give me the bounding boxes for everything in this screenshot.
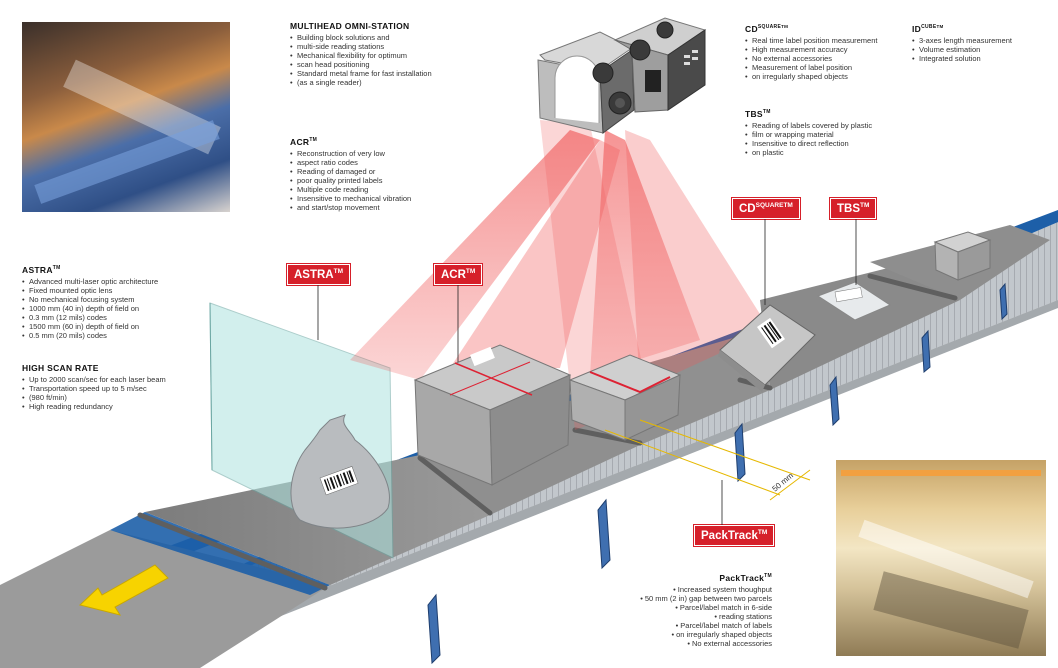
warehouse-conveyor-photo xyxy=(836,460,1046,656)
feature-item: 50 mm (2 in) gap between two parcels xyxy=(640,594,772,603)
tag-tbs-tm: TM xyxy=(860,202,870,209)
bag-parcel xyxy=(290,414,390,529)
feature-acr-tm: TM xyxy=(309,137,318,143)
feature-item: Real time label position measurement xyxy=(745,36,877,45)
feature-item: on irregularly shaped objects xyxy=(745,72,877,81)
feature-item: High reading redundancy xyxy=(22,402,166,411)
feature-item: Multiple code reading xyxy=(290,185,411,194)
laser-beams xyxy=(350,120,770,430)
feature-item: scan head positioning xyxy=(290,60,432,69)
feature-cdsquare-title: CD xyxy=(745,23,758,34)
tag-astra: ASTRATM xyxy=(287,264,351,285)
tag-cdsquare-label: CD xyxy=(739,202,756,215)
feature-tbs-tm: TM xyxy=(762,109,771,115)
feature-astra-title: ASTRA xyxy=(22,264,53,275)
feature-idcube-sup: CUBE xyxy=(921,24,937,30)
feature-packtrack-title: PackTrack xyxy=(719,572,765,583)
feature-item: on irregularly shaped objects xyxy=(640,630,772,639)
barcode-label-icon xyxy=(319,466,359,496)
feature-item: (980 ft/min) xyxy=(22,393,166,402)
tag-packtrack: PackTrackTM xyxy=(694,525,775,546)
feature-item: film or wrapping material xyxy=(745,130,872,139)
tag-acr-label: ACR xyxy=(441,268,466,281)
feature-item: multi-side reading stations xyxy=(290,42,432,51)
feature-item: 1000 mm (40 in) depth of field on xyxy=(22,304,158,313)
feature-idcube: IDCUBETM 3-axes length measurement Volum… xyxy=(912,22,1012,63)
feature-item: 3-axes length measurement xyxy=(912,36,1012,45)
feature-item: 0.3 mm (12 mils) codes xyxy=(22,313,158,322)
wedge-parcel xyxy=(718,304,816,392)
tag-cdsquare: CDSQUARETM xyxy=(732,198,800,219)
tag-packtrack-tm: TM xyxy=(757,529,768,536)
feature-item: Integrated solution xyxy=(912,54,1012,63)
tag-acr: ACRTM xyxy=(434,264,483,285)
tag-astra-tm: TM xyxy=(333,268,344,275)
feature-astra: ASTRATM Advanced multi-laser optic archi… xyxy=(22,264,158,340)
feature-tbs: TBSTM Reading of labels covered by plast… xyxy=(745,108,872,157)
feature-item: Advanced multi-laser optic architecture xyxy=(22,277,158,286)
feature-item: Parcel/label match of labels xyxy=(640,621,772,630)
feature-item: reading stations xyxy=(640,612,772,621)
measured-parcel-box xyxy=(568,354,682,441)
feature-item: Insensitive to mechanical vibration xyxy=(290,194,411,203)
feature-packtrack: PackTrackTM Increased system thoughput 5… xyxy=(640,572,772,648)
feature-acr: ACRTM Reconstruction of very low aspect … xyxy=(290,136,411,212)
feature-item: Reconstruction of very low xyxy=(290,149,411,158)
feature-item: Insensitive to direct reflection xyxy=(745,139,872,148)
feature-item: Increased system thoughput xyxy=(640,585,772,594)
feature-item: (as a single reader) xyxy=(290,78,432,87)
feature-item: Up to 2000 scan/sec for each laser beam xyxy=(22,375,166,384)
feature-highscan-title: HIGH SCAN RATE xyxy=(22,363,99,373)
acr-parcel-box xyxy=(413,344,572,486)
direction-arrow-icon xyxy=(78,564,169,616)
feature-item: Mechanical flexibility for optimum xyxy=(290,51,432,60)
feature-item: aspect ratio codes xyxy=(290,158,411,167)
tag-astra-label: ASTRA xyxy=(294,268,334,281)
feature-item: and start/stop movement xyxy=(290,203,411,212)
feature-item: Measurement of label position xyxy=(745,63,877,72)
conveyor-supports xyxy=(427,282,1008,665)
feature-item: poor quality printed labels xyxy=(290,176,411,185)
multihead-scanner-icon xyxy=(537,17,707,134)
feature-item: No external accessories xyxy=(640,639,772,648)
feature-item: on plastic xyxy=(745,148,872,157)
tag-acr-tm: TM xyxy=(465,268,476,275)
tag-cdsquare-tm: TM xyxy=(783,202,793,209)
feature-packtrack-tm: TM xyxy=(764,573,772,579)
feature-item: Volume estimation xyxy=(912,45,1012,54)
feature-tbs-title: TBS xyxy=(745,108,763,119)
feature-item: High measurement accuracy xyxy=(745,45,877,54)
tag-tbs: TBSTM xyxy=(830,198,877,219)
feature-item: Transportation speed up to 5 m/sec xyxy=(22,384,166,393)
feature-item: Building block solutions and xyxy=(290,33,432,42)
feature-item: 0.5 mm (20 mils) codes xyxy=(22,331,158,340)
tag-cdsquare-sup: SQUARE xyxy=(755,202,784,209)
feature-idcube-tm: TM xyxy=(936,24,944,29)
idcube-parcel-box xyxy=(933,231,992,281)
feature-item: Fixed mounted optic lens xyxy=(22,286,158,295)
feature-highscan: HIGH SCAN RATE Up to 2000 scan/sec for e… xyxy=(22,363,166,412)
feature-idcube-title: ID xyxy=(912,23,922,34)
feature-item: Parcel/label match in 6-side xyxy=(640,603,772,612)
feature-multihead: MULTIHEAD OMNI-STATION Building block so… xyxy=(290,21,432,88)
feature-item: Reading of labels covered by plastic xyxy=(745,121,872,130)
feature-cdsquare-tm: TM xyxy=(781,24,789,29)
feature-item: Reading of damaged or xyxy=(290,167,411,176)
feature-item: No external accessories xyxy=(745,54,877,63)
feature-acr-title: ACR xyxy=(290,136,310,147)
feature-item: No mechanical focusing system xyxy=(22,295,158,304)
feature-item: 1500 mm (60 in) depth of field on xyxy=(22,322,158,331)
feature-item: Standard metal frame for fast installati… xyxy=(290,69,432,78)
feature-cdsquare: CDSQUARETM Real time label position meas… xyxy=(745,22,877,81)
tag-packtrack-label: PackTrack xyxy=(701,529,758,542)
sorting-facility-photo xyxy=(22,22,230,212)
plastic-wrapped-package xyxy=(816,281,892,321)
feature-cdsquare-sup: SQUARE xyxy=(757,24,782,30)
feature-astra-tm: TM xyxy=(52,265,61,271)
feature-multihead-title: MULTIHEAD OMNI-STATION xyxy=(290,21,410,31)
tag-tbs-label: TBS xyxy=(837,202,860,215)
gap-indicator xyxy=(604,419,811,501)
